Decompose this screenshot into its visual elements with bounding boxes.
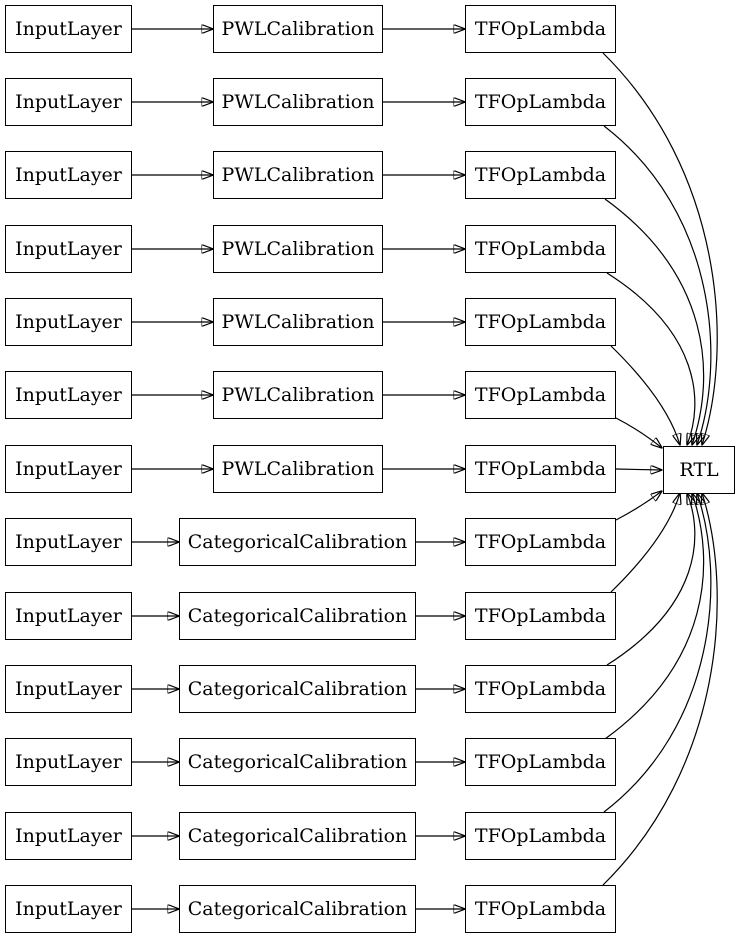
edge-lambda-rtl: [615, 491, 662, 521]
node-categorical-calibration: CategoricalCalibration: [179, 665, 416, 713]
node-pwl-calibration: PWLCalibration: [213, 371, 383, 419]
node-pwl-calibration: PWLCalibration: [213, 151, 383, 199]
edge-lambda-rtl: [615, 417, 662, 448]
edge-lambda-rtl: [604, 198, 705, 445]
node-input-layer: InputLayer: [5, 151, 132, 199]
node-tfop-lambda: TFOpLambda: [465, 225, 616, 273]
node-input-layer: InputLayer: [5, 225, 132, 273]
node-input-layer: InputLayer: [5, 812, 132, 860]
node-input-layer: InputLayer: [5, 5, 132, 53]
edge-lambda-rtl: [602, 52, 718, 445]
node-input-layer: InputLayer: [5, 298, 132, 346]
edge-lambda-rtl: [610, 493, 680, 593]
edge-lambda-rtl: [602, 493, 718, 886]
node-pwl-calibration: PWLCalibration: [213, 445, 383, 493]
node-input-layer: InputLayer: [5, 445, 132, 493]
node-tfop-lambda: TFOpLambda: [465, 151, 616, 199]
node-tfop-lambda: TFOpLambda: [465, 812, 616, 860]
edge-lambda-rtl: [603, 125, 712, 445]
node-input-layer: InputLayer: [5, 665, 132, 713]
node-categorical-calibration: CategoricalCalibration: [179, 738, 416, 786]
node-input-layer: InputLayer: [5, 371, 132, 419]
node-tfop-lambda: TFOpLambda: [465, 371, 616, 419]
node-tfop-lambda: TFOpLambda: [465, 592, 616, 640]
node-input-layer: InputLayer: [5, 592, 132, 640]
node-categorical-calibration: CategoricalCalibration: [179, 812, 416, 860]
node-tfop-lambda: TFOpLambda: [465, 5, 616, 53]
node-tfop-lambda: TFOpLambda: [465, 445, 616, 493]
node-tfop-lambda: TFOpLambda: [465, 298, 616, 346]
node-input-layer: InputLayer: [5, 885, 132, 933]
node-tfop-lambda: TFOpLambda: [465, 518, 616, 566]
edge-lambda-rtl: [615, 469, 662, 470]
node-rtl: RTL: [663, 446, 735, 494]
node-categorical-calibration: CategoricalCalibration: [179, 592, 416, 640]
edge-lambda-rtl: [606, 493, 695, 666]
node-categorical-calibration: CategoricalCalibration: [179, 518, 416, 566]
edge-lambda-rtl: [603, 493, 712, 813]
node-pwl-calibration: PWLCalibration: [213, 5, 383, 53]
node-tfop-lambda: TFOpLambda: [465, 78, 616, 126]
node-input-layer: InputLayer: [5, 738, 132, 786]
node-pwl-calibration: PWLCalibration: [213, 225, 383, 273]
node-categorical-calibration: CategoricalCalibration: [179, 885, 416, 933]
edge-lambda-rtl: [604, 493, 705, 740]
node-tfop-lambda: TFOpLambda: [465, 738, 616, 786]
edge-lambda-rtl: [610, 345, 680, 445]
node-input-layer: InputLayer: [5, 518, 132, 566]
edge-lambda-rtl: [606, 272, 695, 445]
node-input-layer: InputLayer: [5, 78, 132, 126]
node-pwl-calibration: PWLCalibration: [213, 78, 383, 126]
node-tfop-lambda: TFOpLambda: [465, 885, 616, 933]
node-tfop-lambda: TFOpLambda: [465, 665, 616, 713]
node-pwl-calibration: PWLCalibration: [213, 298, 383, 346]
